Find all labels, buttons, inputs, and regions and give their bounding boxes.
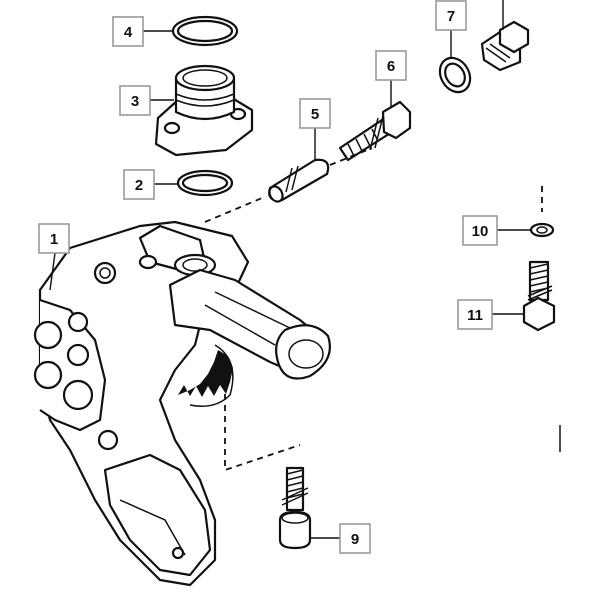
callout-4-label: 4 xyxy=(124,24,133,41)
assembly-line-upper xyxy=(204,147,373,223)
callout-7-label: 7 xyxy=(447,8,455,25)
callout-9[interactable]: 9 xyxy=(339,523,371,554)
callout-10-label: 10 xyxy=(472,223,489,240)
callout-2[interactable]: 2 xyxy=(123,169,155,200)
drain-plug[interactable] xyxy=(480,20,530,72)
callout-6[interactable]: 6 xyxy=(375,50,407,81)
callout-4[interactable]: 4 xyxy=(112,16,144,47)
sealing-washer[interactable] xyxy=(434,52,476,97)
leader-1 xyxy=(49,252,56,291)
callout-10[interactable]: 10 xyxy=(462,215,498,246)
pump-housing[interactable] xyxy=(33,220,331,587)
o-ring-lower[interactable] xyxy=(176,169,234,197)
callout-1-label: 1 xyxy=(50,231,58,248)
callout-9-label: 9 xyxy=(351,531,359,548)
callout-3-label: 3 xyxy=(131,93,139,110)
callout-5[interactable]: 5 xyxy=(299,98,331,129)
callout-3[interactable]: 3 xyxy=(119,85,151,116)
callout-2-label: 2 xyxy=(135,177,143,194)
bolt-9[interactable] xyxy=(278,466,312,550)
o-ring-top[interactable] xyxy=(171,15,239,47)
assembly-line-lower xyxy=(224,372,301,472)
callout-6-label: 6 xyxy=(387,58,395,75)
bolt-11[interactable] xyxy=(522,260,556,332)
callout-1[interactable]: 1 xyxy=(38,223,70,254)
callout-7[interactable]: 7 xyxy=(435,0,467,31)
dowel-pin[interactable] xyxy=(267,158,330,204)
callout-11[interactable]: 11 xyxy=(457,299,493,330)
callout-11-label: 11 xyxy=(467,307,483,324)
bolt-6[interactable] xyxy=(338,100,412,162)
flange-fitting[interactable] xyxy=(154,64,254,157)
callout-5-label: 5 xyxy=(311,106,319,123)
small-washer[interactable] xyxy=(529,222,555,238)
